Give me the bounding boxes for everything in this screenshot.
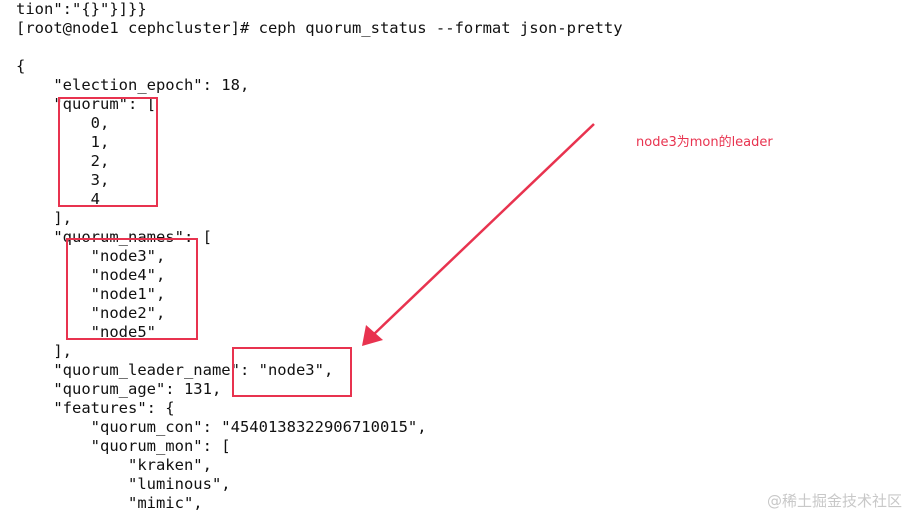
terminal-line: "node2", (16, 304, 166, 322)
watermark: @稀土掘金技术社区 (766, 492, 902, 510)
terminal-line: { (16, 57, 26, 75)
terminal-line: "node4", (16, 266, 166, 284)
terminal-line: "quorum_con": "4540138322906710015", (16, 418, 427, 436)
quorum-names-highlight-box (66, 238, 198, 340)
terminal-line: "mimic", (16, 494, 203, 512)
terminal-line: "node3", (16, 247, 166, 265)
terminal-line: "quorum_leader_name": "node3", (16, 361, 334, 379)
terminal-line: 1, (16, 133, 110, 151)
terminal-line: 2, (16, 152, 110, 170)
terminal-line: "election_epoch": 18, (16, 76, 250, 94)
terminal-line: "quorum_names": [ (16, 228, 212, 246)
terminal-line: "luminous", (16, 475, 231, 493)
terminal-line: ], (16, 342, 72, 360)
terminal-line: "quorum_mon": [ (16, 437, 231, 455)
terminal-line: "kraken", (16, 456, 212, 474)
terminal-line: 0, (16, 114, 110, 132)
terminal-line: 3, (16, 171, 110, 189)
quorum-highlight-box (58, 97, 158, 207)
terminal-line: "quorum": [ (16, 95, 156, 113)
terminal-line: ], (16, 209, 72, 227)
command-line: [root@node1 cephcluster]# ceph quorum_st… (16, 19, 623, 37)
terminal-line: 4 (16, 190, 100, 208)
terminal-line: tion":"{}"}]}} (16, 0, 147, 18)
terminal-line: "node1", (16, 285, 166, 303)
terminal-line: "features": { (16, 399, 175, 417)
terminal-line: "node5" (16, 323, 156, 341)
leader-highlight-box (232, 347, 352, 397)
annotation-note: node3为mon的leader (636, 135, 773, 150)
terminal-line: "quorum_age": 131, (16, 380, 222, 398)
